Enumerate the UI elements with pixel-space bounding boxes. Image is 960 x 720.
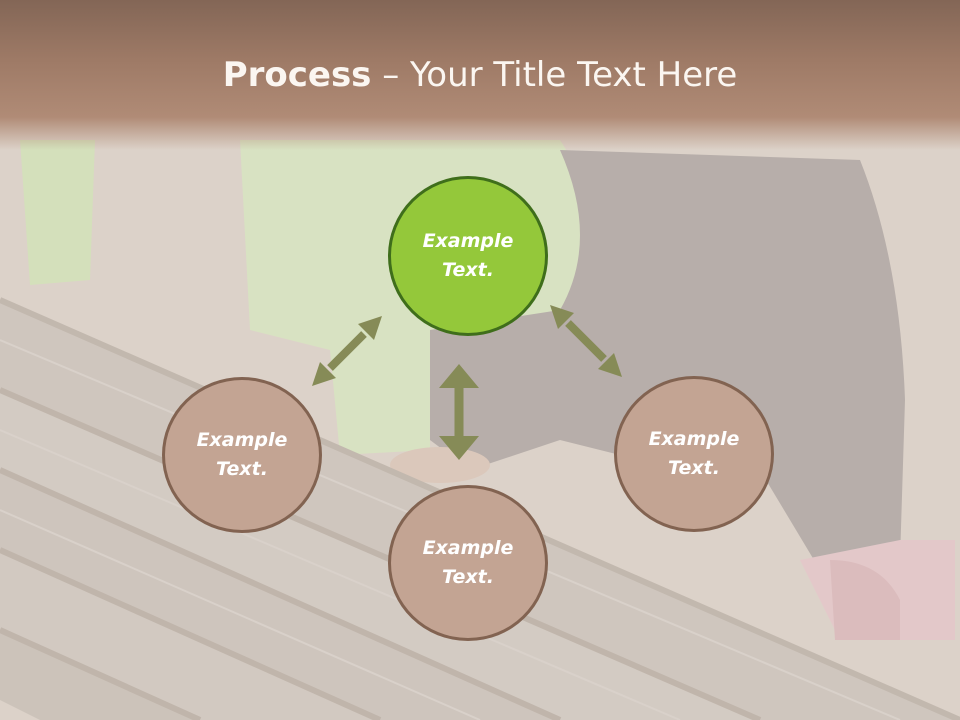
- arrow-top-right: [550, 305, 622, 377]
- process-node-left: Example Text.: [162, 377, 322, 533]
- process-node-bottom: Example Text.: [388, 485, 548, 641]
- arrow-vertical: [439, 364, 479, 460]
- title-bar: [0, 0, 960, 150]
- node-top-label: Example Text.: [422, 230, 514, 281]
- process-node-right: Example Text.: [614, 376, 774, 532]
- title-bold: Process: [222, 55, 372, 95]
- slide-title: Process – Your Title Text Here: [0, 52, 960, 98]
- node-left-label: Example Text.: [196, 429, 288, 480]
- node-right-label: Example Text.: [648, 428, 740, 479]
- title-rest: – Your Title Text Here: [371, 55, 738, 95]
- node-bottom-label: Example Text.: [422, 537, 514, 588]
- process-node-top: Example Text.: [388, 176, 548, 336]
- arrow-top-left: [312, 316, 382, 386]
